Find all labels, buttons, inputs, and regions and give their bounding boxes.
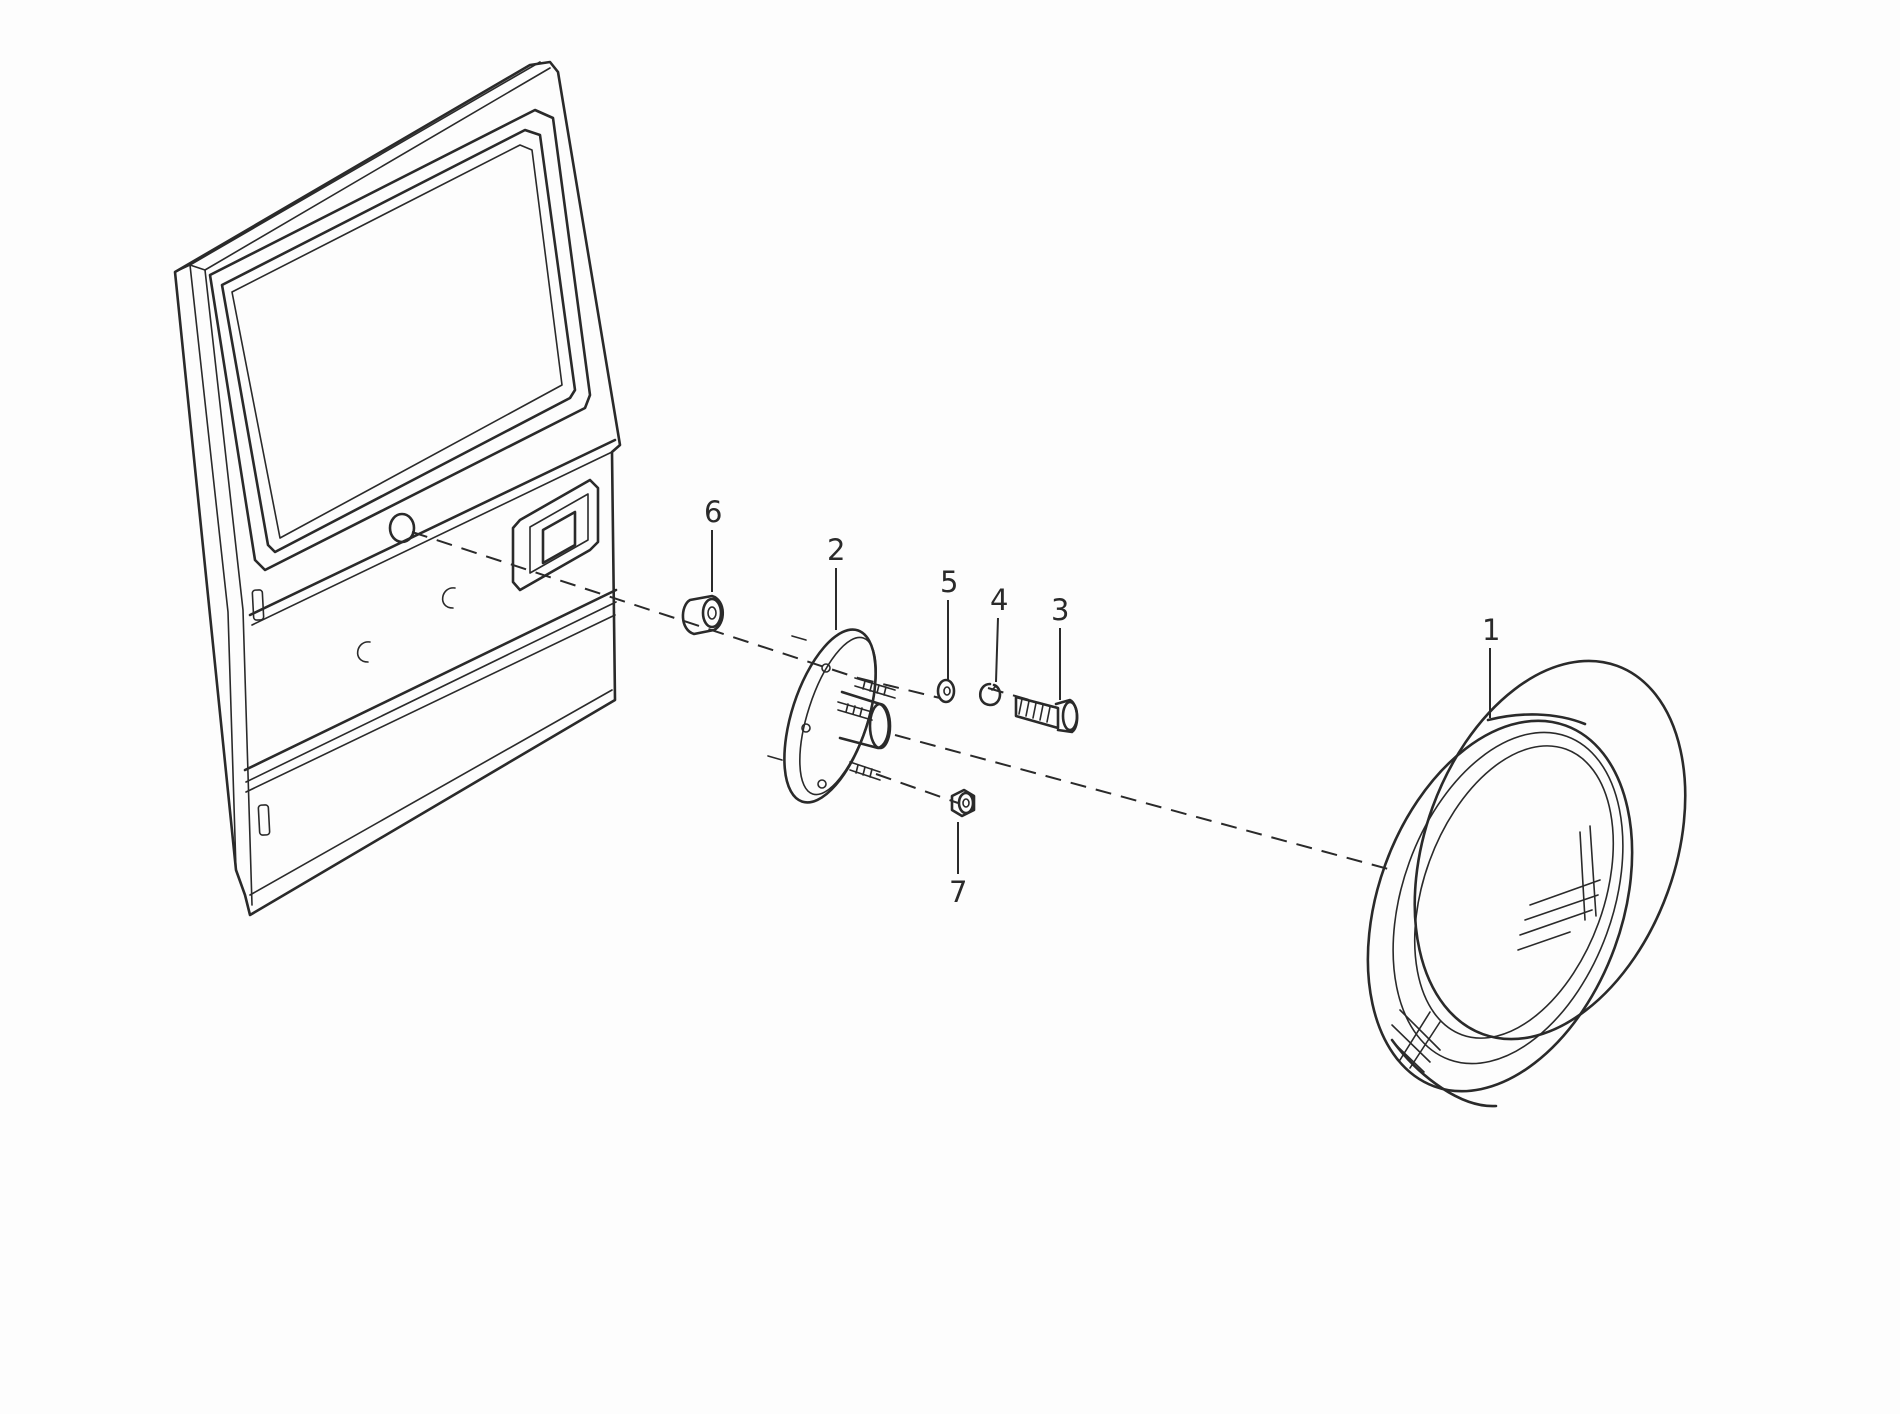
callout-part-5: 5 [940, 565, 958, 599]
spacer-part-6 [681, 594, 725, 636]
callout-part-1: 1 [1482, 613, 1500, 647]
assembly-axes [411, 531, 1393, 871]
callout-part-7: 7 [949, 875, 967, 909]
callout-part-4: 4 [990, 583, 1008, 617]
spring-washer-part-4 [978, 682, 1002, 707]
callout-part-2: 2 [827, 533, 845, 567]
washer-part-5 [936, 678, 956, 704]
callout-leaders [711, 530, 1491, 874]
rear-door-panel [173, 60, 622, 917]
door-lock-opening [511, 478, 600, 592]
spare-wheel-part-1 [1366, 659, 1687, 1108]
mounting-hole [388, 512, 416, 544]
callout-part-3: 3 [1051, 593, 1069, 627]
callout-labels: 1 2 3 4 5 6 7 [704, 495, 1500, 909]
bolt-part-3 [1014, 695, 1079, 734]
wheel-carrier-bracket-part-2 [767, 628, 896, 804]
callout-part-6: 6 [704, 495, 722, 529]
wheel-nut-part-7 [950, 788, 976, 818]
